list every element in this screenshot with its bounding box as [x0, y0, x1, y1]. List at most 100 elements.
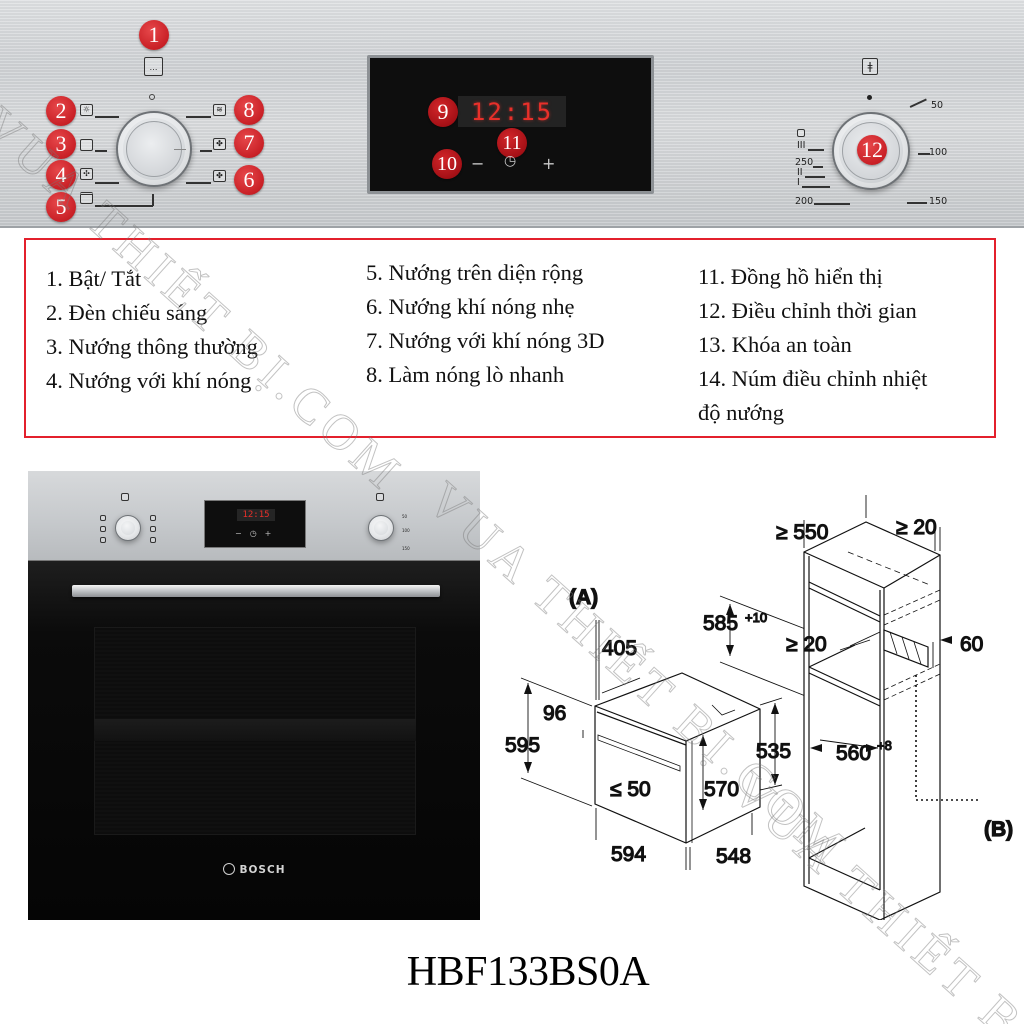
cabinet-dimension-lines — [803, 495, 941, 749]
hot-air-icon: ✣ — [80, 168, 93, 180]
dim-door-gap: ≤ 50 — [610, 778, 651, 801]
leader-line — [186, 182, 211, 184]
legend-item-5: 5. Nướng trên diện rộng — [366, 260, 584, 285]
badge-2: 2 — [46, 96, 76, 126]
dim-595: 595 — [505, 734, 540, 757]
knob-indicator-dot — [867, 95, 872, 100]
dim-570: 570 — [704, 778, 739, 801]
legend-item-12: 12. Điều chỉnh thời gian — [698, 298, 917, 323]
dim-min-20-gap: ≥ 20 — [786, 633, 827, 656]
top-bottom-heat-icon — [80, 139, 93, 151]
scale-line — [808, 149, 824, 151]
legend-item-8: 8. Làm nóng lò nhanh — [366, 362, 565, 387]
dim-560-tol: +8 — [877, 738, 892, 753]
legend-item-3: 3. Nướng thông thường — [46, 334, 258, 359]
scale-150: 150 — [929, 196, 948, 207]
dim-585: 585 — [703, 612, 738, 635]
label-b: (B) — [984, 818, 1013, 841]
badge-12: 12 — [857, 135, 887, 165]
brand-name: BOSCH — [239, 864, 286, 876]
mini-temperature-knob — [368, 515, 394, 541]
legend-item-11: 11. Đồng hồ hiển thị — [698, 264, 883, 289]
scale-100: 100 — [929, 147, 948, 158]
scale-line — [918, 153, 930, 155]
light-icon: ☼ — [80, 104, 93, 116]
scale-line — [907, 202, 927, 204]
label-a: (A) — [569, 586, 598, 609]
badge-4: 4 — [46, 160, 76, 190]
leader-line — [152, 194, 154, 206]
oven-door: BOSCH — [28, 561, 480, 920]
temperature-knob[interactable] — [832, 112, 910, 190]
cabinet-outline — [803, 521, 980, 921]
rapid-preheat-icon: ≋ — [213, 104, 226, 116]
dim-60: 60 — [960, 633, 983, 656]
knob-pointer — [174, 149, 186, 150]
badge-11: 11 — [497, 128, 527, 158]
dim-548: 548 — [716, 845, 751, 868]
mini-scale: 150 — [402, 546, 410, 551]
scale-II: II — [797, 167, 803, 178]
oven-control-panel: 12:15 −◷+ 50 100 150 — [28, 471, 480, 561]
leader-line — [95, 116, 119, 118]
mini-mode-icon — [150, 537, 156, 543]
mini-mode-icon — [100, 515, 106, 521]
badge-8: 8 — [234, 95, 264, 125]
leader-line — [95, 182, 119, 184]
scale-50: 50 — [931, 100, 944, 111]
badge-5: 5 — [46, 192, 76, 222]
dim-594: 594 — [611, 843, 646, 866]
mini-mode-icon — [150, 526, 156, 532]
thermometer-icon: ǂ — [862, 58, 878, 75]
dim-535: 535 — [756, 740, 791, 763]
leader-line — [95, 150, 107, 152]
leader-line — [186, 116, 211, 118]
legend-item-4: 4. Nướng với khí nóng — [46, 368, 252, 393]
scale-line — [909, 98, 927, 108]
scale-line — [802, 186, 830, 188]
legend-item-1: 1. Bật/ Tắt — [46, 266, 142, 291]
bosch-armature-icon — [222, 863, 235, 875]
clock-display-panel: 12:15 9 11 10 − ◷ + — [367, 55, 654, 194]
badge-10: 10 — [432, 149, 462, 179]
knob-face — [126, 121, 182, 177]
mini-scale: 50 — [402, 514, 408, 519]
oven-dimension-lines — [520, 595, 809, 870]
minus-button[interactable]: − — [471, 154, 485, 173]
scale-200: 200 — [795, 196, 814, 207]
3d-hot-air-icon: ✤ — [213, 138, 226, 150]
oven-outline — [594, 672, 761, 844]
scale-250: 250 — [795, 157, 814, 168]
grill-icon — [797, 129, 805, 137]
model-number: HBF133BS0A — [406, 949, 650, 995]
function-selector-knob[interactable] — [116, 111, 192, 187]
function-legend-box: 1. Bật/ Tắt 2. Đèn chiếu sáng 3. Nướng t… — [24, 238, 996, 438]
legend-item-6: 6. Nướng khí nóng nhẹ — [366, 294, 575, 319]
badge-3: 3 — [46, 129, 76, 159]
dim-96: 96 — [543, 702, 566, 725]
dim-min-20-rear: ≥ 20 — [896, 516, 937, 539]
scale-line — [814, 203, 850, 205]
dim-min-550: ≥ 550 — [776, 521, 828, 544]
clock-key-icon[interactable]: ◷ — [504, 153, 517, 169]
scale-line — [805, 176, 825, 178]
oven-off-icon — [121, 493, 129, 501]
mini-mode-icon — [100, 537, 106, 543]
dim-405: 405 — [602, 637, 637, 660]
legend-column-2: 5. Nướng trên diện rộng 6. Nướng khí nón… — [366, 256, 605, 392]
mini-time: 12:15 — [237, 509, 275, 521]
scale-line — [813, 166, 823, 168]
scale-III: III — [797, 140, 806, 151]
legend-item-7: 7. Nướng với khí nóng 3D — [366, 328, 605, 353]
legend-item-14: 14. Núm điều chỉnh nhiệt — [698, 366, 928, 391]
mini-controls: −◷+ — [235, 529, 280, 538]
door-window-bar — [94, 719, 416, 741]
mini-mode-icon — [100, 526, 106, 532]
plus-button[interactable]: + — [542, 154, 556, 173]
door-handle — [72, 585, 440, 597]
legend-column-1: 1. Bật/ Tắt 2. Đèn chiếu sáng 3. Nướng t… — [46, 262, 258, 398]
mini-display: 12:15 −◷+ — [204, 500, 306, 548]
legend-column-3: 11. Đồng hồ hiển thị 12. Điều chỉnh thời… — [698, 260, 927, 430]
mini-scale: 100 — [402, 528, 410, 533]
gentle-hot-air-icon: ✤ — [213, 170, 226, 182]
